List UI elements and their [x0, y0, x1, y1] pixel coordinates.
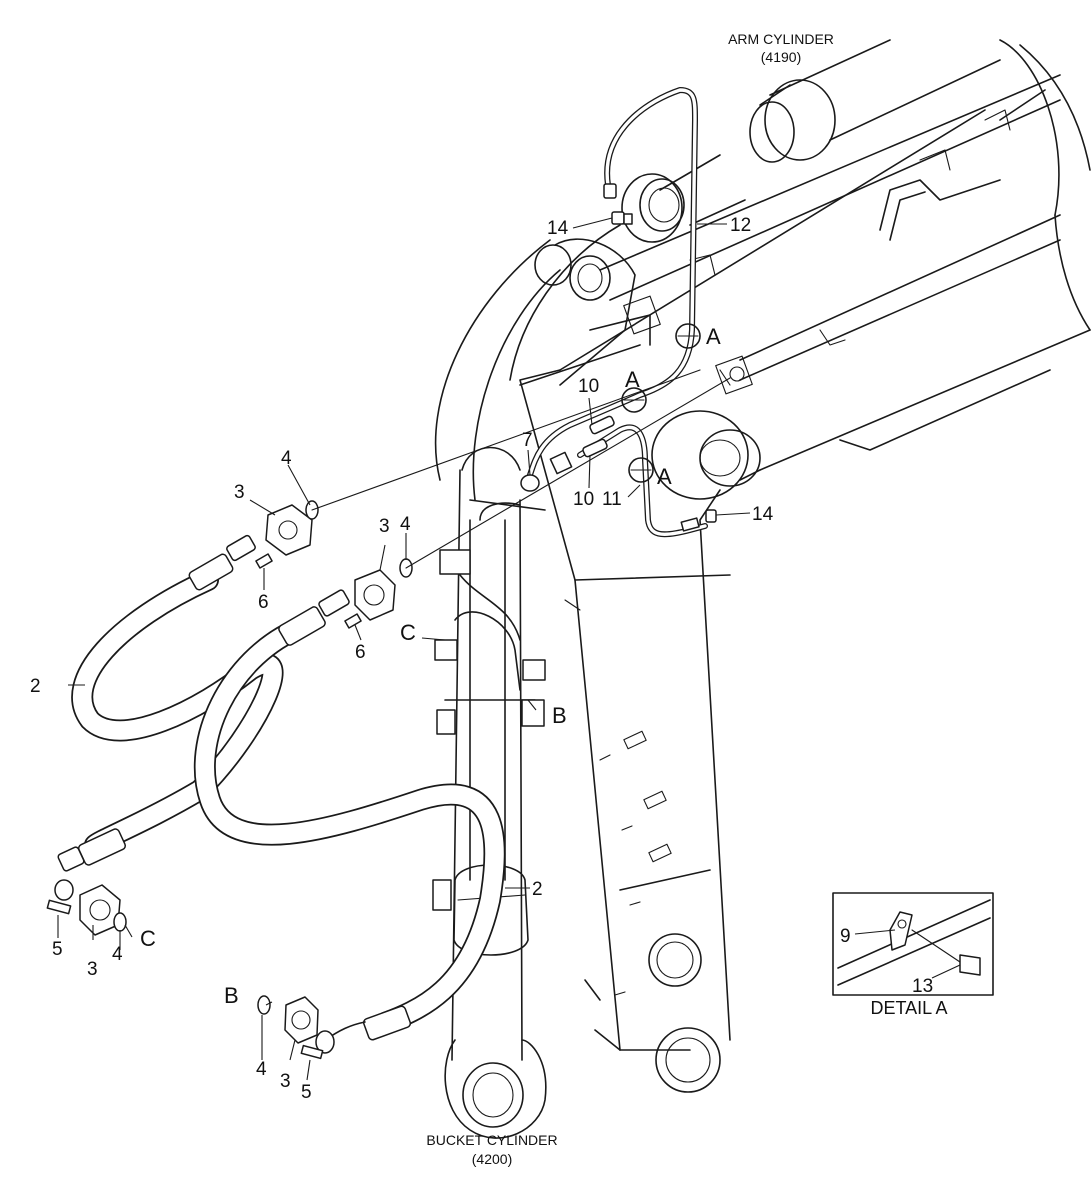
- ref-c-upper: C: [400, 620, 416, 645]
- callout-9: 9: [840, 926, 851, 947]
- callout-11: 11: [602, 489, 622, 510]
- callout-3-upper-left: 3: [234, 482, 245, 503]
- callout-3-upper-mid: 3: [379, 516, 390, 537]
- callout-5-left: 5: [52, 939, 63, 960]
- steel-tube-12: [527, 87, 698, 478]
- callout-6-upper: 6: [258, 592, 269, 613]
- callout-5-right: 5: [301, 1082, 312, 1103]
- bucket-cylinder-clamps: [432, 549, 546, 911]
- callout-2-right: 2: [532, 879, 543, 900]
- clamp-markers: [621, 323, 701, 483]
- split-flanges: [79, 504, 396, 1044]
- hose-fittings: [54, 534, 412, 1054]
- callout-4-lower-mid: 4: [256, 1059, 267, 1080]
- arm-cylinder-code: (4190): [761, 49, 801, 65]
- arm-structure: [519, 39, 1091, 1093]
- leader-lines: [57, 217, 961, 1081]
- hose-left: [71, 569, 284, 856]
- callout-4-upper-mid: 4: [400, 514, 411, 535]
- detail-a-caption: DETAIL A: [870, 998, 947, 1018]
- steel-tube-11: [577, 424, 708, 538]
- callout-4-lower-left: 4: [112, 944, 123, 965]
- callout-10-upper: 10: [578, 376, 599, 397]
- callout-14-upper: 14: [547, 218, 569, 239]
- callout-13: 13: [912, 976, 933, 997]
- ref-a-upper: A: [706, 324, 721, 349]
- bucket-cylinder-code: (4200): [472, 1151, 512, 1167]
- callout-2-left: 2: [30, 676, 41, 697]
- arm-cylinder: [621, 39, 1001, 243]
- callout-7: 7: [522, 430, 533, 451]
- callout-14-lower: 14: [752, 504, 774, 525]
- bucket-cylinder-caption: BUCKET CYLINDER: [426, 1132, 557, 1148]
- ref-c-lower: C: [140, 926, 156, 951]
- ref-a-lower: A: [657, 464, 672, 489]
- callout-10-lower: 10: [573, 489, 594, 510]
- assembly-lines: [311, 369, 731, 569]
- arm-cylinder-caption: ARM CYLINDER: [728, 31, 834, 47]
- arm-bracket: [434, 224, 753, 521]
- hose-right: [193, 619, 506, 1036]
- pipe-fittings: [520, 183, 717, 532]
- callout-4-upper-left: 4: [281, 448, 292, 469]
- ref-a-middle: A: [625, 367, 640, 392]
- callout-3-lower-left: 3: [87, 959, 98, 980]
- callout-3-lower-mid: 3: [280, 1071, 291, 1092]
- callout-6-lower: 6: [355, 642, 366, 663]
- callout-12: 12: [730, 215, 751, 236]
- ref-b-right: B: [552, 703, 567, 728]
- ref-b-left: B: [224, 983, 239, 1008]
- bolts: [46, 553, 362, 1060]
- detail-a-box: [832, 892, 994, 996]
